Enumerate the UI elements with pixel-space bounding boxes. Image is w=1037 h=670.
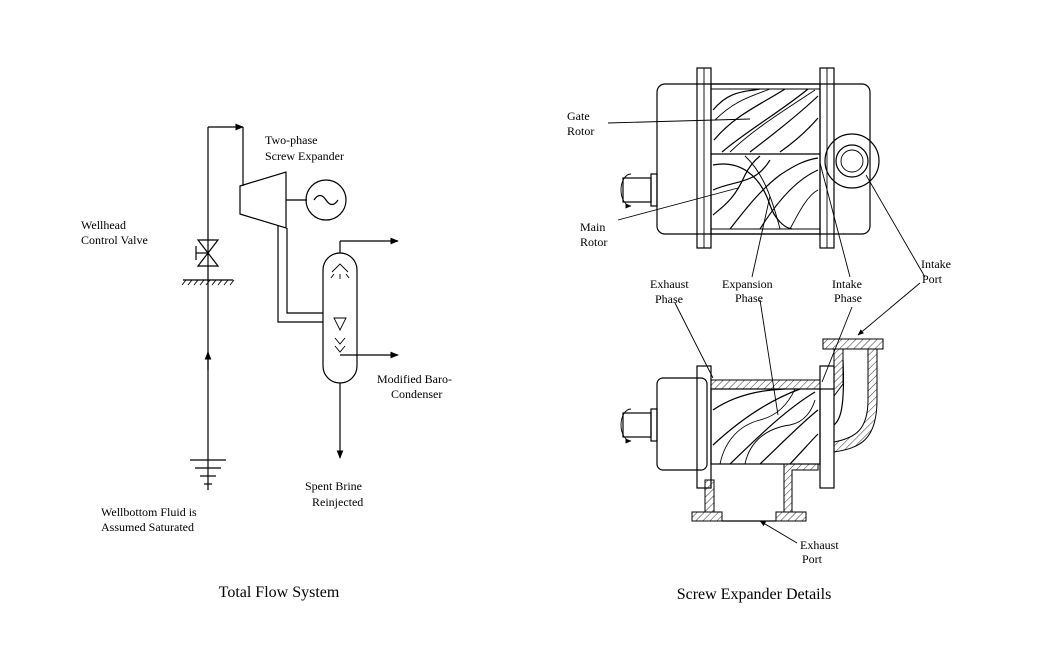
bottom-view xyxy=(620,338,884,522)
expansion-phase-label-line1: Expansion xyxy=(722,277,773,291)
expander-label-line1: Two-phase xyxy=(265,133,317,147)
brine-label-line2: Reinjected xyxy=(312,495,363,509)
brine-label-line1: Spent Brine xyxy=(305,479,362,493)
gate-rotor-label-line1: Gate xyxy=(567,109,590,123)
total-flow-system: Two-phase Screw Expander Wellhead Contro… xyxy=(81,123,452,601)
exhaust-duct xyxy=(691,463,819,522)
intake-phase-label-line1: Intake xyxy=(832,277,862,291)
intake-elbow xyxy=(820,338,884,453)
main-rotor-label-line2: Rotor xyxy=(580,235,607,249)
left-caption: Total Flow System xyxy=(219,584,340,601)
top-view xyxy=(620,67,880,249)
wellhead-control-valve xyxy=(195,239,220,267)
exhaust-phase-label-line2: Phase xyxy=(655,292,683,306)
expansion-phase-label-line2: Phase xyxy=(735,291,763,305)
fluid-label-line1: Wellbottom Fluid is xyxy=(101,505,197,519)
gate-rotor-lobes xyxy=(712,88,819,153)
valve-label-line1: Wellhead xyxy=(81,218,126,232)
valve-label-line2: Control Valve xyxy=(81,233,148,247)
condenser-label-line1: Modified Baro- xyxy=(377,372,452,386)
intake-phase-label-line2: Phase xyxy=(834,291,862,305)
right-caption: Screw Expander Details xyxy=(677,586,832,603)
intake-port-label-line2: Port xyxy=(922,272,943,286)
screw-expander-symbol xyxy=(239,171,307,229)
well-pipe xyxy=(204,123,244,490)
exhaust-port-label-line1: Exhaust xyxy=(800,538,839,552)
ground-line xyxy=(181,279,235,286)
bottom-rotor-lobes xyxy=(712,388,819,465)
baro-condenser-vessel xyxy=(322,237,399,459)
generator-symbol xyxy=(305,179,347,221)
fluid-level-symbol xyxy=(190,459,226,485)
expander-label-line2: Screw Expander xyxy=(265,149,344,163)
intake-port-label-line1: Intake xyxy=(921,257,951,271)
fluid-label-line2: Assumed Saturated xyxy=(101,520,194,534)
main-rotor-label-line1: Main xyxy=(580,220,605,234)
screw-expander-details: Gate Rotor Main Rotor Exhaust Phase Expa… xyxy=(567,67,951,603)
condenser-label-line2: Condenser xyxy=(391,387,442,401)
leader-lines xyxy=(607,118,926,544)
exhaust-phase-label-line1: Exhaust xyxy=(650,277,689,291)
gate-rotor-label-line2: Rotor xyxy=(567,124,594,138)
expander-to-condenser-pipe xyxy=(277,226,323,323)
exhaust-port-label-line2: Port xyxy=(802,552,823,566)
